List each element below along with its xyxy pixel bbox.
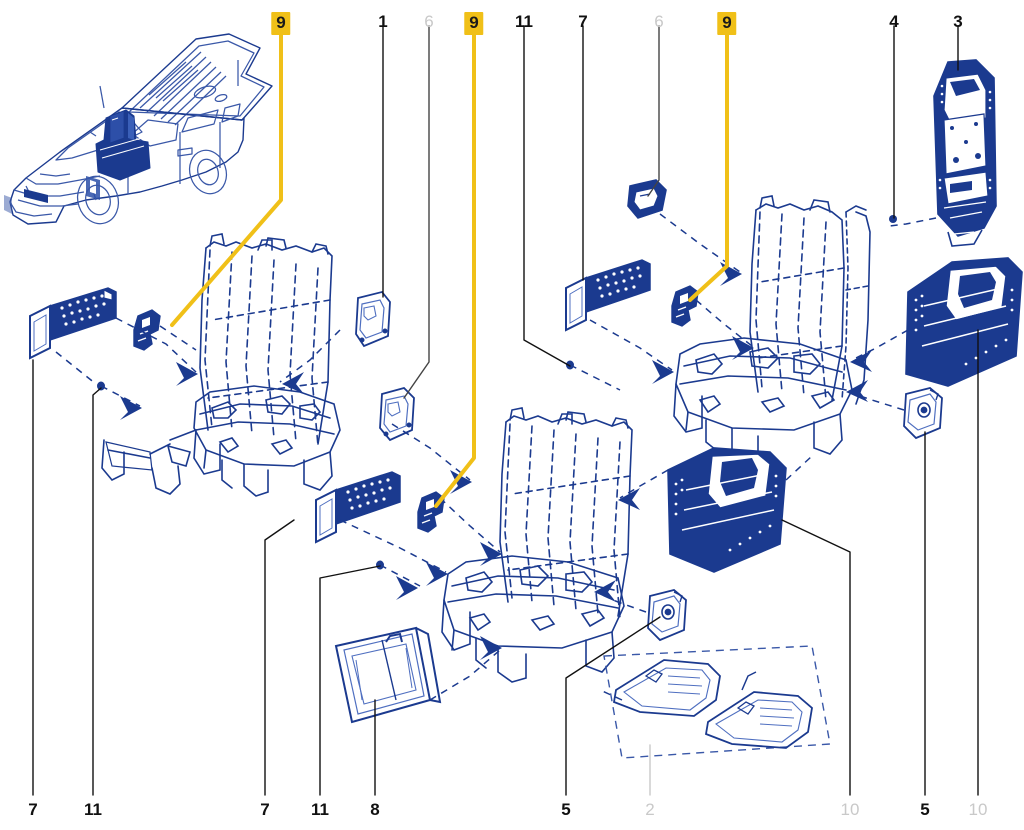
callout-top-4[interactable]: 4 (889, 12, 899, 31)
rear-bench-seat-frame-center (441, 407, 633, 683)
leader-top-9b (434, 24, 476, 508)
perforated-seat-rail-left (29, 287, 117, 360)
pivot-cover-cap-6b (627, 179, 667, 219)
renault-trafic-van-outline (4, 33, 273, 225)
leader-top-11a (523, 25, 571, 367)
seat-back-trim-panel-center (667, 447, 787, 573)
callout-top-9a[interactable]: 9 (271, 12, 291, 35)
callout-top-6b[interactable]: 6 (654, 12, 664, 31)
callout-top-9b[interactable]: 9 (464, 12, 484, 35)
side-cover-cap-center (647, 589, 687, 642)
seat-back-trim-panel-right (905, 257, 1023, 387)
highlighted-seat-in-van (95, 109, 151, 181)
callout-top-3[interactable]: 3 (953, 12, 963, 31)
callout-leader-lines (32, 24, 979, 796)
assembly-arrow-heads (120, 262, 872, 660)
callout-bot-11a[interactable]: 11 (84, 800, 102, 819)
seat-base-front-trim-panel (334, 626, 442, 724)
callout-top-9c[interactable]: 9 (717, 12, 737, 35)
callout-top-6a[interactable]: 6 (424, 12, 434, 31)
callout-bot-5a[interactable]: 5 (561, 800, 571, 819)
callout-bot-8[interactable]: 8 (370, 800, 380, 819)
callout-bot-5b[interactable]: 5 (920, 800, 930, 819)
seat-back-trim-panel-tall (933, 59, 997, 247)
callout-bot-11b[interactable]: 11 (311, 800, 329, 819)
locating-pin (889, 215, 897, 223)
rear-bench-seat-frame-right (673, 195, 871, 463)
floor-mat-set (603, 645, 831, 759)
leader-top-9c (688, 24, 729, 302)
leader-bot-10a (781, 519, 851, 796)
callout-top-7a[interactable]: 7 (578, 12, 588, 31)
leader-bot-5a (565, 616, 661, 796)
callout-bot-7a[interactable]: 7 (28, 800, 38, 819)
leader-top-6a (403, 25, 430, 399)
leader-top-6b (647, 25, 660, 197)
seat-mounting-bracket-left (133, 309, 161, 351)
callout-bot-7b[interactable]: 7 (260, 800, 270, 819)
hinge-cover-cap-1 (355, 290, 391, 348)
callout-top-11a[interactable]: 11 (515, 12, 533, 31)
leader-bot-11b (319, 565, 381, 796)
leader-bot-7b (264, 519, 295, 796)
perforated-seat-rail-mid (315, 471, 401, 544)
side-cover-cap-right (903, 387, 943, 440)
pivot-cover-cap-6a (379, 386, 415, 442)
perforated-seat-rail-right (565, 259, 651, 332)
seat-mounting-bracket-right (671, 285, 699, 327)
callout-bot-10a[interactable]: 10 (840, 800, 860, 819)
leader-bot-11a (92, 387, 102, 796)
callout-bot-2[interactable]: 2 (645, 800, 655, 819)
callout-top-1[interactable]: 1 (378, 12, 388, 31)
rear-bench-seat-frame-left (101, 233, 341, 497)
callout-bot-10b[interactable]: 10 (968, 800, 988, 819)
leader-top-9a (170, 24, 283, 327)
assembly-arrow-lines (55, 213, 937, 701)
